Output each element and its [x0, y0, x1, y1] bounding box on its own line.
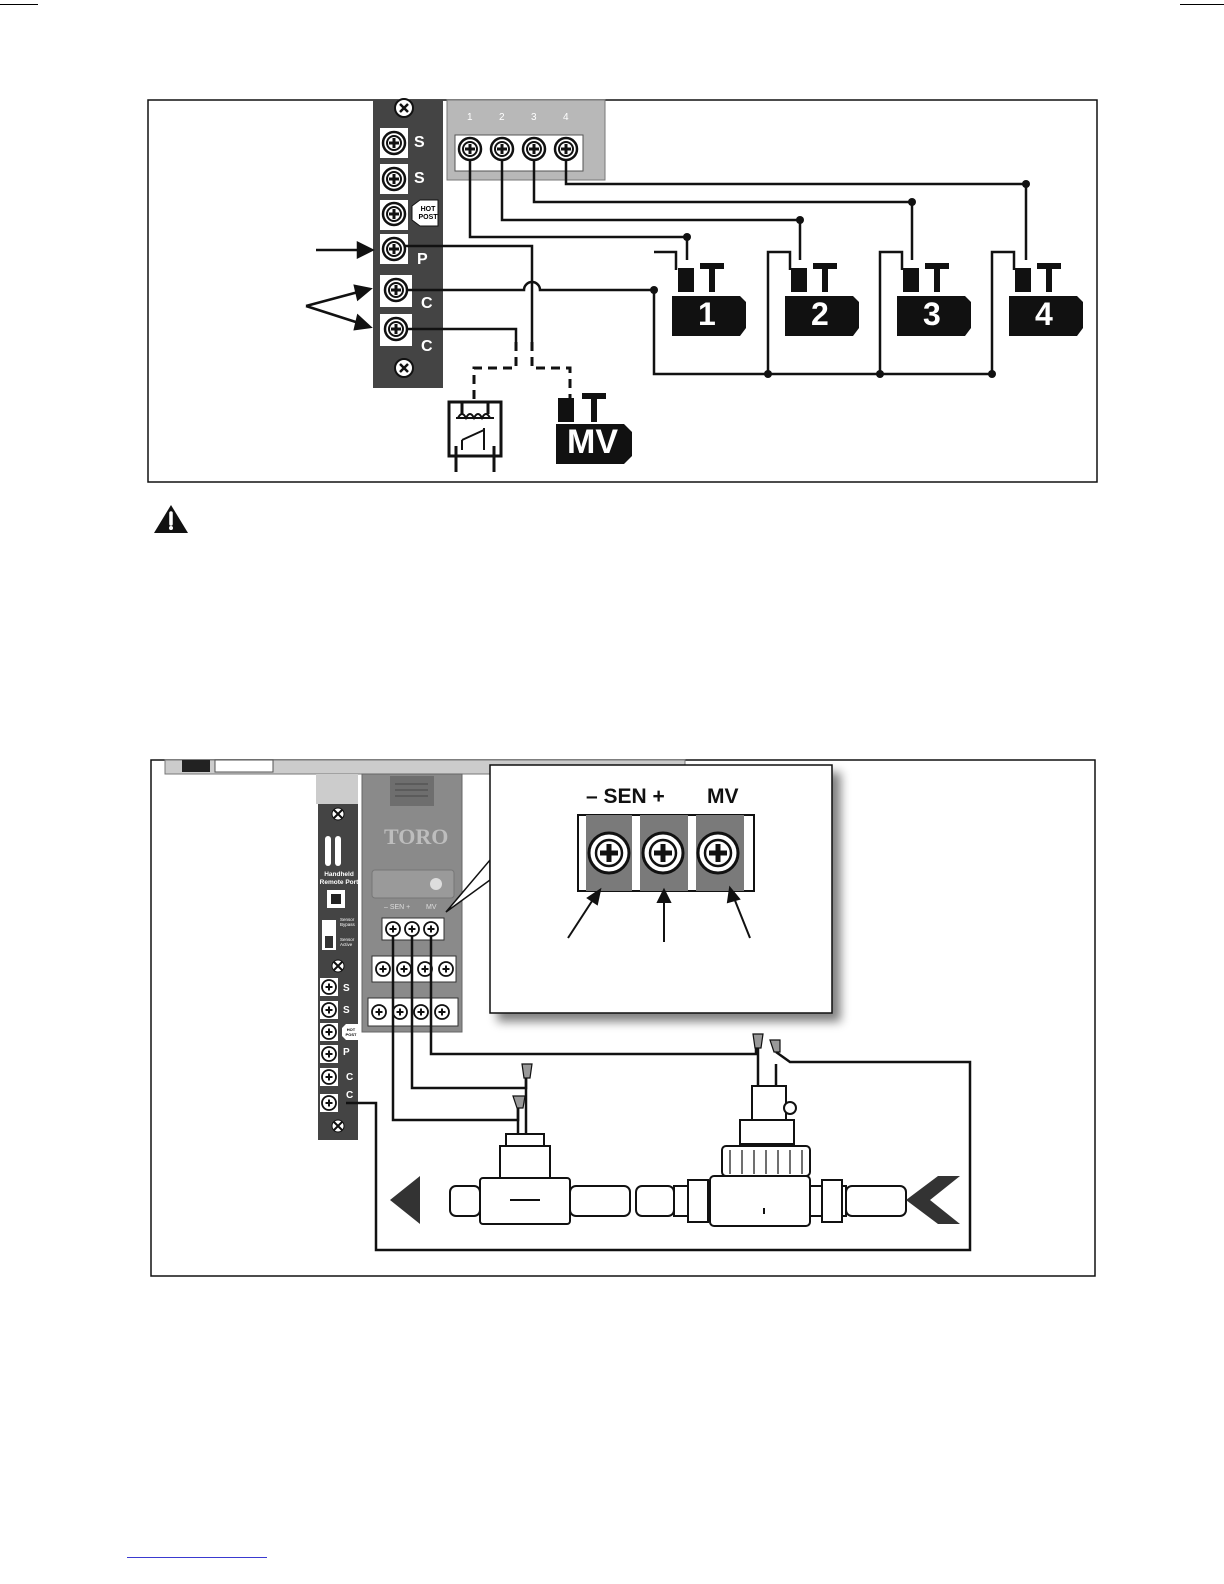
- sensor-bypass-label: Sensor Bypass: [340, 917, 355, 927]
- flow-arrow-in-icon: [906, 1176, 960, 1224]
- terminal2-label-c2: C: [346, 1090, 353, 1101]
- hot-post2-line2: POST: [346, 1032, 357, 1037]
- remote-port-line1: Handheld: [324, 871, 354, 878]
- small-mv-label: MV: [426, 904, 437, 911]
- flow-arrow-out-icon: [390, 1176, 420, 1224]
- sensor-active-label: Sensor Active: [340, 937, 354, 947]
- terminal2-label-p: P: [343, 1047, 350, 1058]
- remote-port-label: Handheld Remote Port: [319, 871, 359, 887]
- remote-port-line2: Remote Port: [320, 879, 359, 886]
- sensor-active-line2: Active: [340, 942, 352, 947]
- master-valve-body: [636, 1086, 906, 1226]
- terminal2-label-c1: C: [346, 1072, 353, 1083]
- terminal2-label-s1: S: [343, 983, 350, 994]
- sensor-bypass-line2: Bypass: [340, 922, 355, 927]
- inset-sen-label: – SEN +: [586, 785, 665, 809]
- inset-mv-label: MV: [707, 785, 739, 809]
- toro-brand-logo: TORO: [384, 824, 448, 850]
- hot-post-label-2: HOT POST: [344, 1027, 358, 1037]
- small-sen-label: – SEN +: [384, 904, 410, 911]
- footer-rule: [127, 1557, 267, 1558]
- terminal2-label-s2: S: [343, 1005, 350, 1016]
- flow-sensor-fitting: [450, 1134, 630, 1224]
